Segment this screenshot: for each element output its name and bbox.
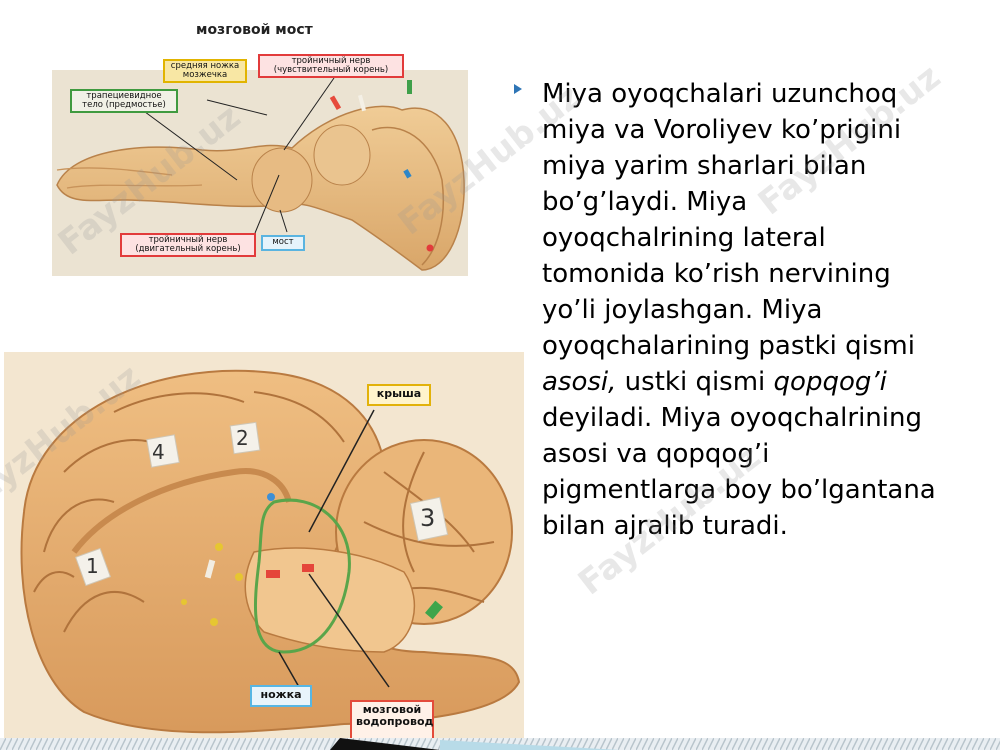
label-pons: мост — [261, 235, 305, 251]
label-middle-cerebellar-peduncle: средняя ножка мозжечка — [163, 59, 247, 83]
figure-title: мозговой мост — [196, 22, 313, 38]
brain-section-illustration — [4, 352, 524, 740]
body-text-part-3: deyiladi. Miya oyoqchalrining asosi va q… — [542, 403, 936, 541]
body-emphasis-asosi: asosi, — [542, 367, 617, 397]
body-emphasis-qopqogi: qopqog’i — [773, 367, 887, 397]
body-text-part-2: ustki qismi — [616, 367, 774, 397]
body-text-part-1: Miya oyoqchalari uzunchoq miya va Voroli… — [542, 79, 915, 361]
label-cerebral-aqueduct: мозговой водопровод — [350, 700, 434, 740]
marker-number-3: 3 — [420, 504, 436, 532]
label-peduncle: ножка — [250, 685, 312, 707]
body-paragraph: Miya oyoqchalari uzunchoq miya va Voroli… — [542, 76, 942, 544]
brain-section-photo: 4 2 3 1 — [4, 352, 524, 740]
label-trigeminal-motor-root: тройничный нерв (двигательный корень) — [120, 233, 256, 257]
marker-number-4: 4 — [152, 440, 165, 464]
marker-number-1: 1 — [86, 554, 99, 578]
label-trapezoid-body: трапециевидное тело (предмостье) — [70, 89, 178, 113]
marker-number-2: 2 — [236, 426, 249, 450]
footer-decoration — [0, 738, 1000, 750]
label-trigeminal-sensory-root: тройничный нерв (чувствительный корень) — [258, 54, 404, 78]
bullet-arrow-icon — [514, 84, 522, 94]
label-roof: крыша — [367, 384, 431, 406]
